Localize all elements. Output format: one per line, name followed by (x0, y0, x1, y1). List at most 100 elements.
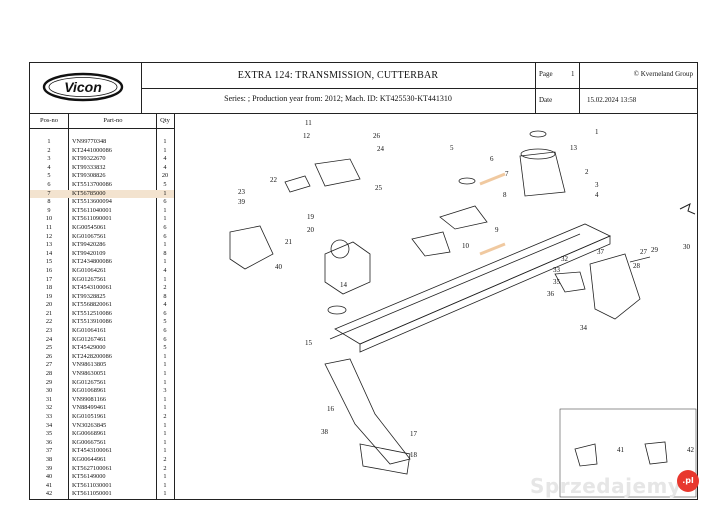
pos-cell: 9 (47, 206, 51, 214)
qty-cell: 6 (163, 335, 167, 343)
callout-21: 21 (285, 238, 293, 246)
skid (324, 358, 411, 465)
pos-cell: 22 (45, 318, 53, 326)
part-no-cell: KT56785000 (72, 189, 106, 197)
callout-27: 27 (640, 248, 648, 256)
pos-cell: 25 (45, 344, 53, 352)
gearbox (324, 241, 371, 295)
callout-4: 4 (595, 191, 599, 199)
callout-32: 32 (561, 255, 569, 263)
table-row: 8 KT5513600094 6 (30, 198, 174, 207)
part-no-cell: KT4543100061 (72, 447, 112, 455)
pos-cell: 32 (45, 404, 53, 412)
cap-part (529, 130, 547, 138)
callout-38: 38 (321, 428, 329, 436)
part-no-cell: KG01051961 (72, 413, 107, 420)
document-title: EXTRA 124: TRANSMISSION, CUTTERBAR (237, 70, 439, 81)
qty-cell: 1 (163, 361, 167, 369)
qty-cell: 2 (163, 413, 167, 420)
pos-cell: 41 (45, 481, 53, 489)
plate-22 (284, 175, 311, 193)
callout-33: 33 (553, 266, 561, 274)
inset-part-41 (574, 443, 598, 467)
skid-plate (359, 443, 411, 475)
part-no-cell: KT5513600094 (72, 198, 112, 206)
part-no-cell: KT5513910086 (72, 318, 112, 326)
qty-cell: 1 (163, 275, 167, 283)
pos-cell: 30 (45, 387, 53, 395)
cutterbar-base (329, 233, 581, 340)
pos-cell: 16 (45, 266, 53, 274)
pos-cell: 23 (45, 327, 53, 335)
callout-13: 13 (570, 144, 578, 152)
pos-cell: 29 (45, 378, 53, 386)
qty-cell: 6 (163, 327, 167, 335)
callout-37: 37 (597, 248, 605, 256)
qty-cell: 1 (163, 215, 167, 223)
part-no-cell: KG01068961 (72, 387, 107, 395)
part-no-cell: VN88499461 (72, 404, 107, 412)
callout-19: 19 (307, 213, 315, 221)
pos-cell: 39 (45, 464, 53, 472)
gearbox-flange (330, 239, 350, 259)
copyright-text: © Kverneland Group (633, 70, 693, 78)
callout-17: 17 (410, 430, 418, 438)
callout-8: 8 (503, 191, 507, 199)
callout-34: 34 (580, 324, 588, 332)
highlight-mark (479, 172, 506, 186)
callout-7: 7 (505, 170, 509, 178)
part-no-cell: KT2434800086 (72, 258, 112, 266)
pos-cell: 14 (45, 249, 53, 257)
qty-cell: 1 (163, 447, 167, 455)
pos-cell: 35 (45, 430, 53, 438)
pos-cell: 27 (45, 361, 53, 369)
qty-cell: 6 (163, 309, 167, 317)
pos-cell: 42 (45, 490, 53, 498)
part-no-cell: KT5568820061 (72, 301, 112, 309)
callout-29: 29 (651, 246, 659, 254)
callout-42: 42 (687, 446, 695, 454)
callout-36: 36 (547, 290, 555, 298)
part-no-cell: KT45429000 (72, 344, 106, 352)
pos-cell: 8 (47, 198, 51, 206)
part-no-cell: KG01267561 (72, 275, 107, 283)
part-no-cell: KT5611040001 (72, 206, 112, 214)
col-header-pos: Pos-no (39, 117, 59, 124)
callout-6: 6 (490, 155, 494, 163)
qty-cell: 5 (163, 180, 167, 188)
callout-39: 39 (238, 198, 246, 206)
pos-cell: 2 (47, 146, 51, 154)
qty-cell: 1 (163, 370, 167, 378)
qty-cell: 1 (163, 138, 167, 145)
pos-cell: 24 (45, 335, 53, 343)
right-shoe (589, 253, 641, 320)
washer (458, 177, 476, 185)
right-bracket (554, 271, 586, 293)
qty-cell: 6 (163, 198, 167, 206)
vicon-logo: Vicon (42, 72, 124, 102)
logo-text: Vicon (64, 79, 102, 95)
pos-cell: 5 (47, 172, 51, 180)
qty-cell: 1 (163, 430, 167, 438)
shaft-29 (629, 256, 651, 263)
qty-cell: 1 (163, 146, 167, 154)
